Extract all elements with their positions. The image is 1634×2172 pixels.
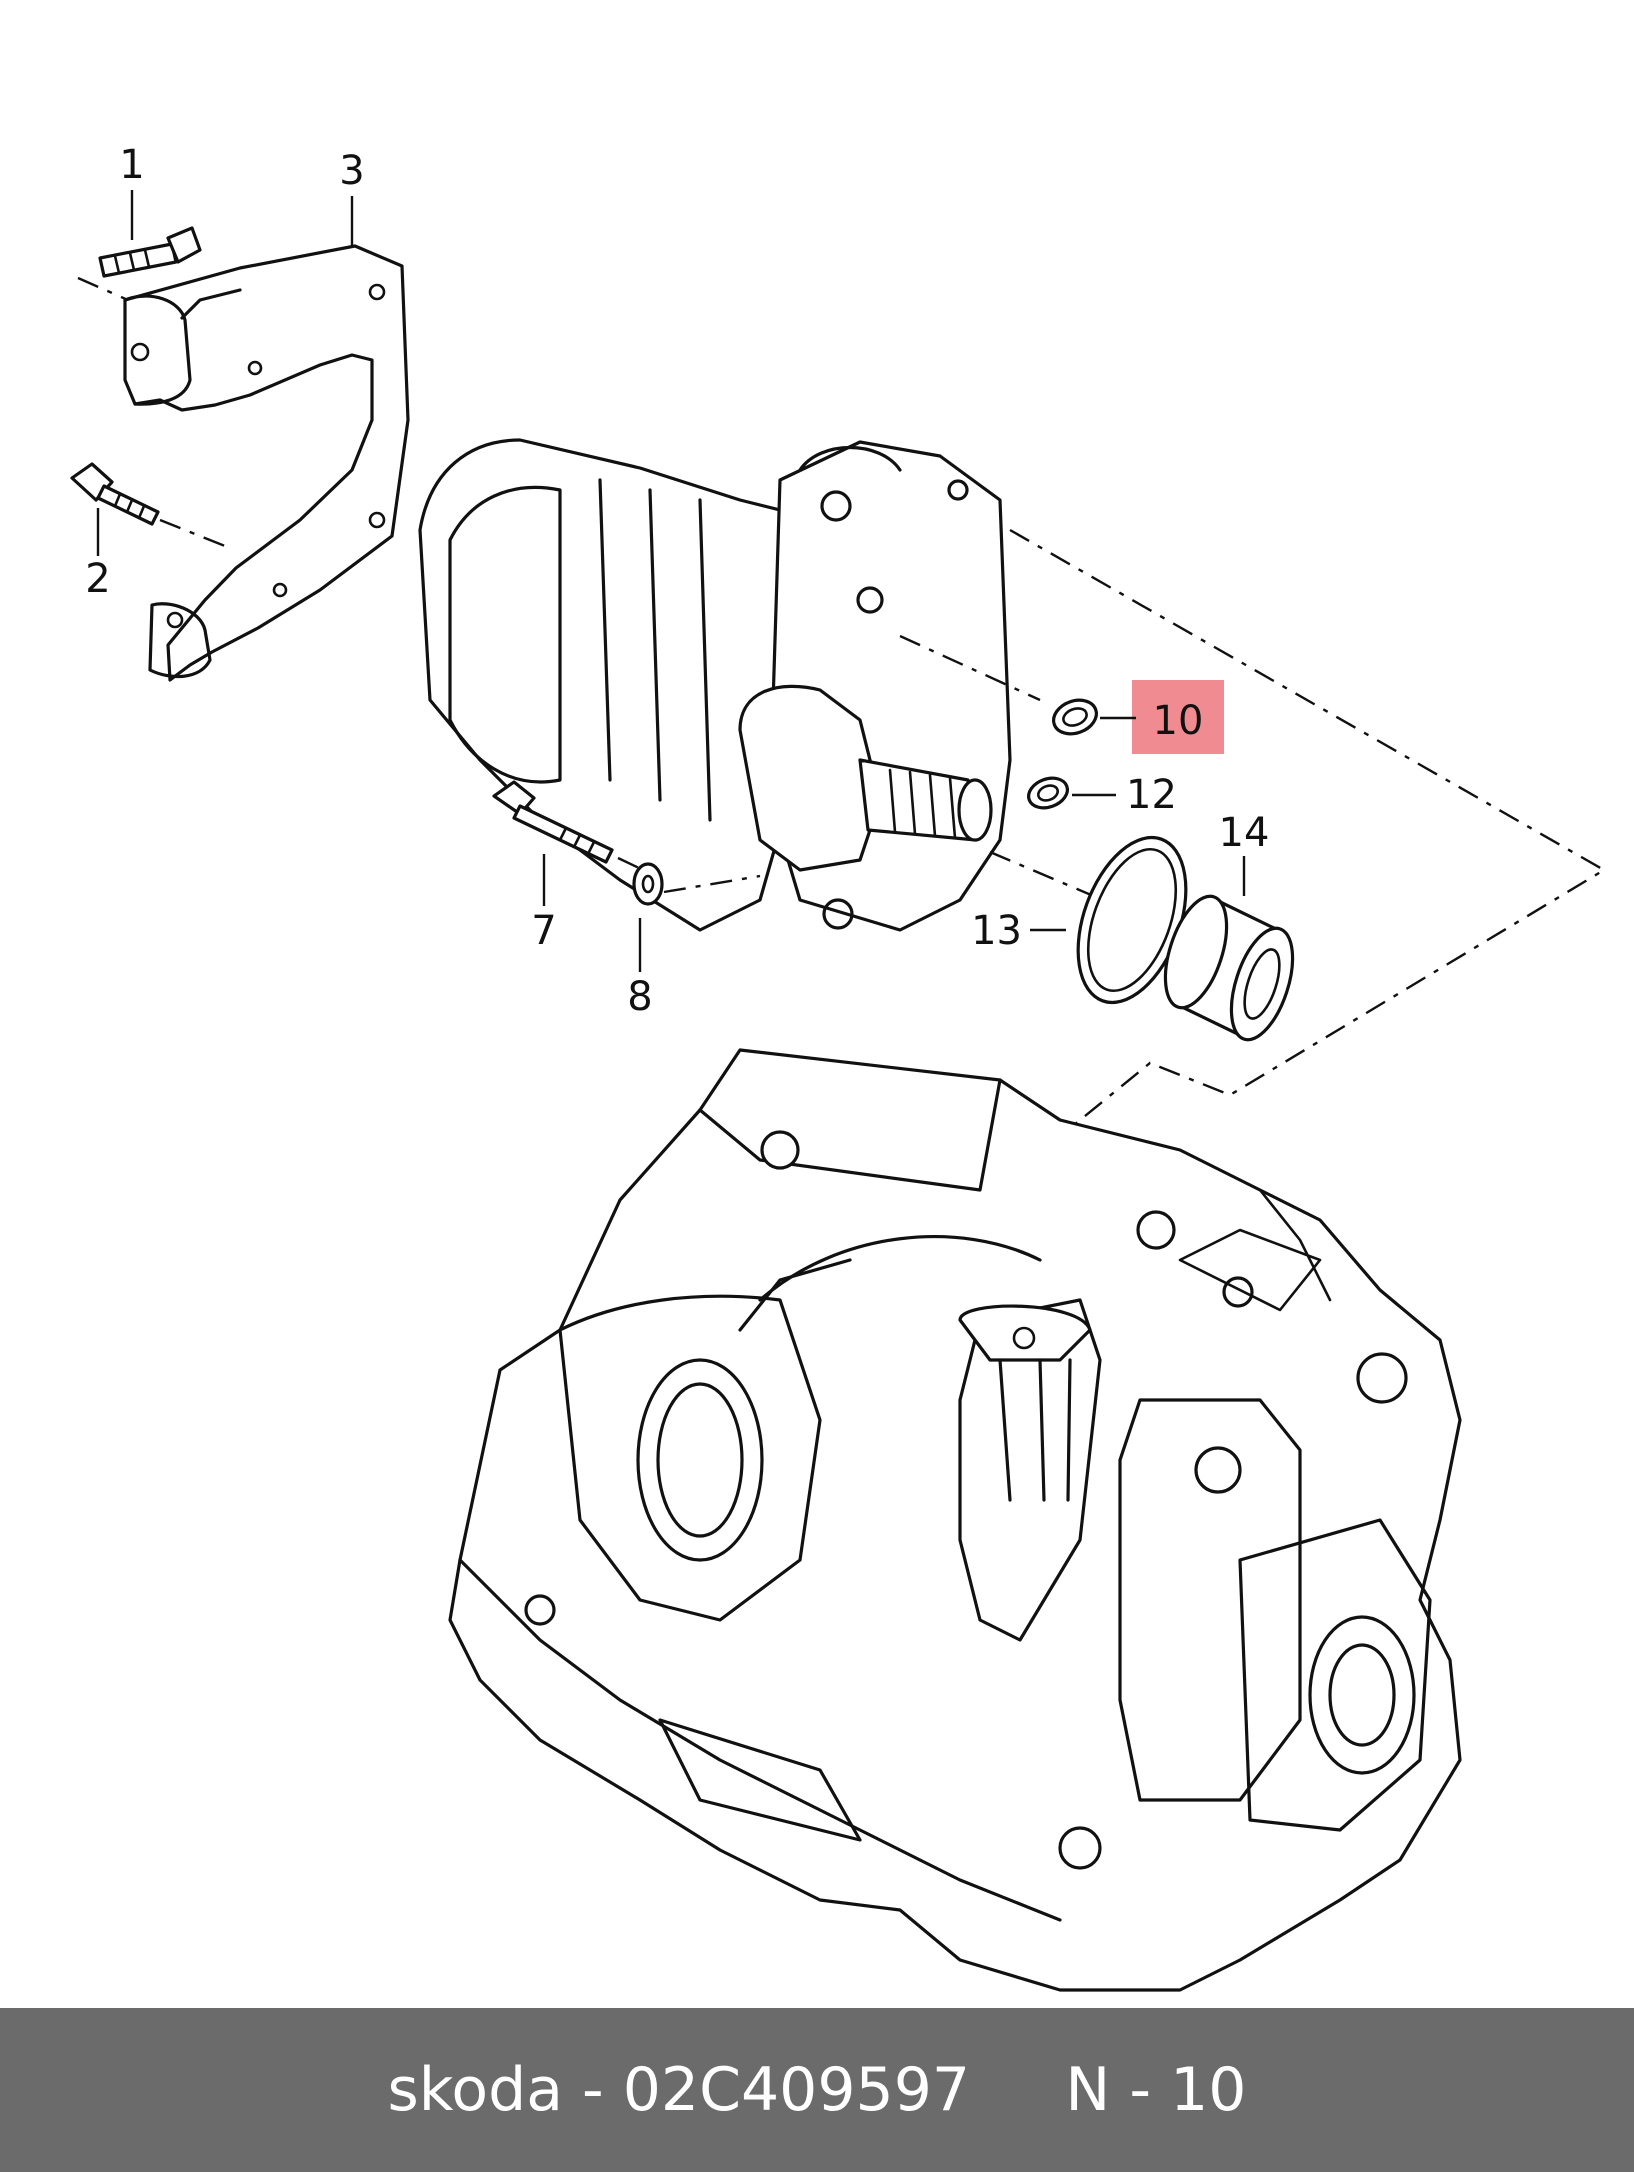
callout-3-label: 3: [339, 148, 364, 194]
part-10-o-ring: [1052, 698, 1098, 736]
exploded-parts-diagram: 1 2 3 7 8 10 12 13 14: [70, 142, 1607, 1992]
callout-13-label: 13: [971, 908, 1022, 954]
part-7-bolt: [492, 780, 614, 864]
part-1-bolt: [98, 226, 202, 278]
callout-8: 8: [627, 918, 653, 1020]
callout-12: 12: [1072, 772, 1177, 818]
callout-10: 10: [1100, 698, 1203, 744]
axis-washer-to-pump: [663, 874, 761, 894]
callout-10-label: 10: [1153, 698, 1204, 744]
callout-14: 14: [1219, 810, 1270, 896]
callout-10-highlight: [1132, 680, 1224, 754]
footer-ref-text: N - 10: [1065, 2055, 1247, 2125]
callout-1: 1: [119, 142, 145, 240]
part-12-seal: [1027, 776, 1069, 810]
part-8-washer: [632, 862, 664, 906]
callout-3: 3: [339, 148, 365, 248]
callout-7-label: 7: [531, 908, 556, 954]
callout-2: 2: [85, 508, 111, 602]
callout-14-label: 14: [1219, 810, 1270, 856]
axis-pump-to-gearbox: [1009, 528, 1607, 1139]
callout-12-label: 12: [1126, 772, 1177, 818]
callout-13: 13: [971, 908, 1066, 954]
leader-part-1-to-bracket: [77, 276, 129, 302]
footer-spacer: [970, 2055, 1065, 2125]
axis-shaft-to-seals: [899, 634, 1041, 702]
part-14-coupling-sleeve: [1163, 894, 1295, 1042]
callout-1-label: 1: [119, 142, 144, 188]
callout-2-label: 2: [85, 556, 110, 602]
footer-bar: skoda - 02C409597 N - 10: [0, 2008, 1634, 2172]
leader-part-2-to-bracket: [159, 518, 231, 550]
gearbox-housing: [448, 1048, 1462, 1992]
callout-7: 7: [531, 854, 557, 954]
leader-part-7-bolt-axis: [617, 856, 661, 880]
callout-8-label: 8: [627, 974, 652, 1020]
pump-assembly: [418, 438, 1012, 932]
footer-part-text: skoda - 02C409597: [387, 2055, 971, 2125]
part-2-bolt: [70, 462, 160, 526]
part-3-bracket: [123, 244, 410, 682]
